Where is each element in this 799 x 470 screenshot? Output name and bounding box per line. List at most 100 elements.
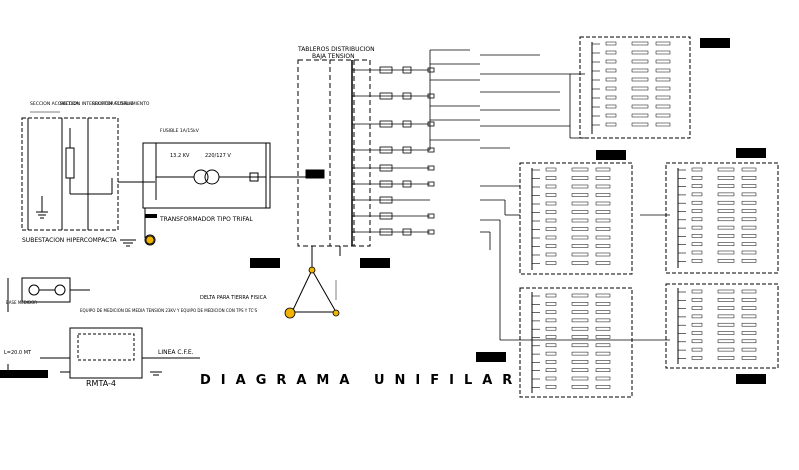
panel-row-block: [741, 184, 757, 188]
panel-row-block: [691, 356, 703, 360]
panel-row-block: [545, 167, 557, 172]
panel-row-block: [717, 192, 735, 197]
label-base-medidor: BASE MEDIDOR: [6, 300, 37, 305]
panel-row-block: [717, 234, 735, 238]
panel-row-block: [691, 347, 703, 352]
panel-row-block: [595, 235, 611, 240]
label-rmta: RMTA-4: [86, 379, 116, 388]
panel-row-block: [655, 122, 671, 127]
diagram-title: DIAGRAMA UNIFILAR: [200, 373, 522, 388]
panel-row-block: [717, 314, 735, 319]
panel-row-block: [595, 184, 611, 189]
panel-row-block: [631, 104, 649, 109]
panel-row-block: [741, 167, 757, 172]
label-transformador: TRANSFORMADOR TIPO TRIFAL: [159, 216, 253, 223]
panel-row-block: [571, 184, 589, 189]
panel-row-block: [691, 176, 703, 180]
panel-row-block: [571, 218, 589, 223]
panel-row-block: [571, 376, 589, 381]
panel-row-block: [741, 250, 757, 255]
panel-row-block: [595, 176, 611, 180]
panel-row-block: [631, 41, 649, 46]
panel-row-block: [631, 50, 649, 55]
panel-row-block: [595, 227, 611, 231]
panel-bottom-right: [665, 283, 779, 369]
panel-row-block: [595, 210, 611, 214]
main-switchboard: [297, 59, 371, 256]
panel-row-block: [605, 122, 617, 127]
panel-row-block: [691, 322, 703, 327]
panel-row-block: [595, 293, 611, 298]
panel-row-block: [571, 385, 589, 389]
panel-row-block: [691, 259, 703, 263]
label-l-mt: L=20.0 MT: [4, 350, 32, 356]
panel-row-block: [605, 59, 617, 64]
panel-row-block: [571, 261, 589, 265]
panel-row-block: [571, 176, 589, 180]
panel-rows: [532, 41, 757, 389]
panel-row-block: [595, 376, 611, 381]
panel-row-block: [717, 225, 735, 230]
label-delta: DELTA PARA TIERRA FISICA: [200, 295, 267, 301]
panel-row-block: [545, 326, 557, 331]
panel-row-block: [741, 347, 757, 352]
panel-row-block: [595, 318, 611, 323]
panel-row-block: [605, 95, 617, 100]
panel-row-block: [545, 318, 557, 323]
panel-row-block: [631, 95, 649, 100]
panel-row-block: [595, 343, 611, 348]
panel-row-block: [545, 252, 557, 257]
panel-row-block: [545, 335, 557, 339]
panel-row-block: [741, 356, 757, 360]
panel-row-block: [605, 113, 617, 118]
panel-row-block: [571, 302, 589, 306]
panel-row-block: [545, 227, 557, 231]
panel-row-block: [631, 113, 649, 118]
label-volt: 220/127 V: [205, 153, 231, 159]
panel-row-block: [571, 368, 589, 372]
panel-row-block: [655, 113, 671, 118]
panel-row-block: [605, 41, 617, 46]
panel-row-block: [741, 225, 757, 230]
panel-row-block: [571, 351, 589, 356]
panel-row-block: [717, 347, 735, 352]
panel-row-block: [691, 250, 703, 255]
label-seccion-acometida: SECCION ACOMETIDA: [30, 101, 80, 107]
panel-row-block: [545, 385, 557, 389]
panel-row-block: [571, 343, 589, 348]
panel-row-block: [631, 122, 649, 127]
panel-row-block: [595, 218, 611, 223]
panel-row-block: [691, 242, 703, 246]
panel-row-block: [691, 200, 703, 205]
panel-row-block: [571, 318, 589, 323]
panel-row-block: [741, 339, 757, 344]
panel-row-block: [691, 289, 703, 294]
panel-row-block: [571, 252, 589, 257]
panel-row-block: [605, 86, 617, 91]
panel-row-block: [655, 104, 671, 109]
panel-row-block: [691, 184, 703, 188]
panel-row-block: [655, 41, 671, 46]
panel-row-block: [691, 234, 703, 238]
accent-nodes: [145, 235, 340, 319]
panel-row-block: [741, 259, 757, 263]
panel-row-block: [655, 86, 671, 91]
panel-row-block: [717, 200, 735, 205]
panel-mid-right: [665, 162, 779, 274]
panel-row-block: [741, 217, 757, 222]
panel-row-block: [717, 298, 735, 302]
panel-row-block: [741, 234, 757, 238]
panel-row-block: [545, 293, 557, 298]
panel-row-block: [605, 104, 617, 109]
panel-row-block: [655, 77, 671, 82]
panel-row-block: [545, 261, 557, 265]
panel-row-block: [545, 360, 557, 364]
panel-row-block: [595, 335, 611, 339]
panel-row-block: [571, 167, 589, 172]
rmta-block: [7, 277, 200, 379]
panel-row-block: [631, 59, 649, 64]
ground-delta: [291, 246, 337, 313]
panel-row-block: [691, 225, 703, 230]
panel-row-block: [545, 351, 557, 356]
